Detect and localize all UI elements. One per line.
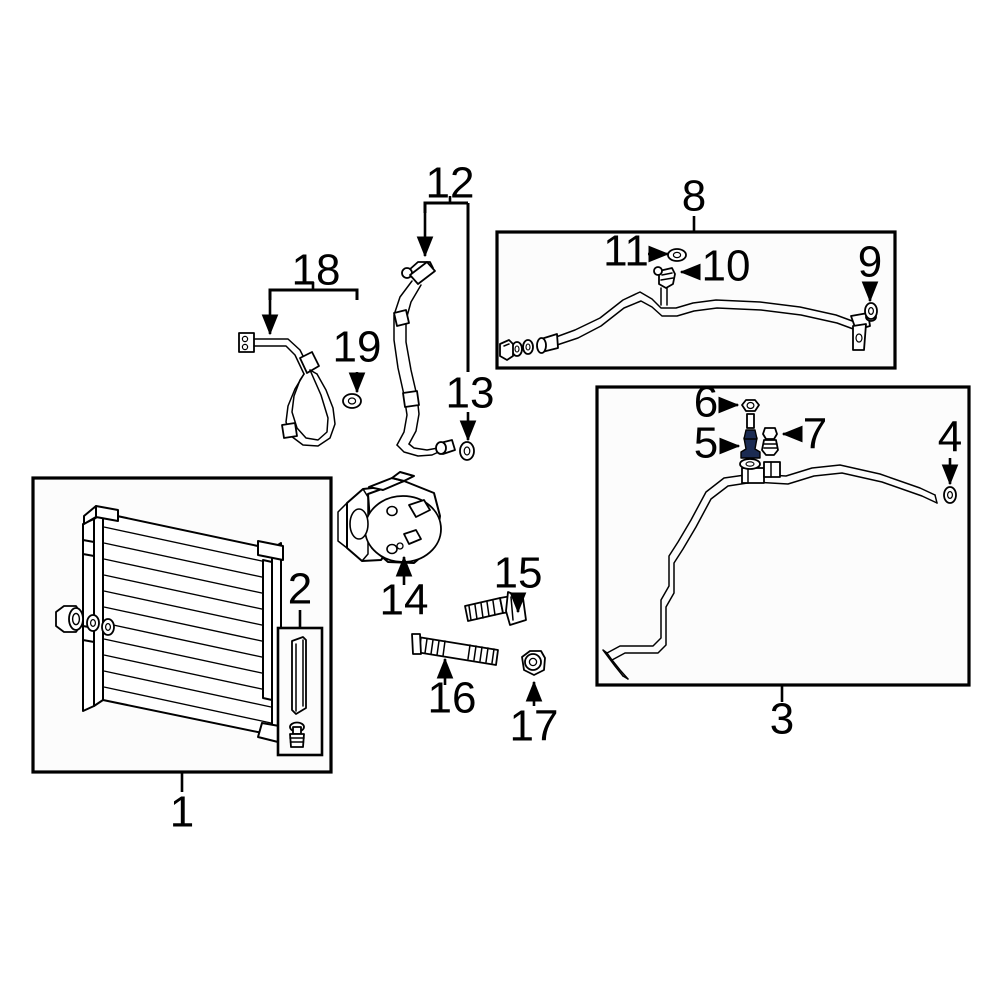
condenser-seal-strip[interactable] [291,636,307,715]
expansion-valve[interactable] [739,429,761,470]
callout-19-label: 19 [333,323,382,372]
condenser-washer-a[interactable] [86,614,100,632]
condenser-fin-hatching [103,526,272,724]
condenser-assembly-group[interactable] [31,476,333,774]
callout-16-label: 16 [428,674,477,723]
callout-5-label: 5 [694,419,718,468]
callout-10-label: 10 [702,242,751,291]
ac-compressor[interactable] [337,471,442,564]
condenser-inlet-fitting[interactable] [55,605,84,633]
callout-15-label: 15 [494,549,543,598]
liquid-line-group[interactable] [595,385,971,687]
discharge-refrigerant-hose[interactable] [238,332,336,447]
group-box-3 [595,385,971,687]
callout-11-label: 11 [603,227,649,276]
suction-refrigerant-hose[interactable] [393,261,456,457]
liquid-refrigerant-line[interactable] [602,461,938,680]
expansion-valve-stem [746,413,755,429]
valve-nut[interactable] [741,399,760,412]
condenser-plug[interactable] [289,721,305,748]
callout-13-label: 13 [446,369,495,418]
service-port-cap[interactable] [761,427,779,456]
callout-2-label: 2 [288,565,312,614]
compressor-bolt-long[interactable] [411,633,499,666]
discharge-hose-grommet[interactable] [342,393,362,409]
callout-9-label: 9 [858,238,882,287]
discharge-line-group[interactable] [495,230,897,370]
callout-12-bracket [423,201,468,213]
discharge-refrigerant-line[interactable] [499,287,877,361]
suction-hose-grommet[interactable] [459,441,475,461]
callout-18-label: 18 [292,246,341,295]
discharge-service-valve[interactable] [653,266,676,289]
callout-17-label: 17 [510,702,559,751]
compressor-nut[interactable] [521,650,546,676]
discharge-valve-cap[interactable] [667,248,687,262]
condenser-seal-kit-group[interactable] [276,626,324,757]
callout-12-label: 12 [426,159,475,208]
group-box-8 [495,230,897,370]
liquid-line-grommet[interactable] [943,486,957,504]
discharge-line-grommet[interactable] [864,302,878,320]
callout-4-label: 4 [938,413,962,462]
condenser-washer-b[interactable] [101,618,115,636]
callout-1-label: 1 [170,788,194,837]
callout-8-label: 8 [682,172,706,221]
callout-7-label: 7 [803,410,827,459]
callout-3-label: 3 [770,695,794,744]
bolt-15-threads [468,600,496,621]
callout-6-label: 6 [694,378,718,427]
callout-14-label: 14 [380,576,429,625]
